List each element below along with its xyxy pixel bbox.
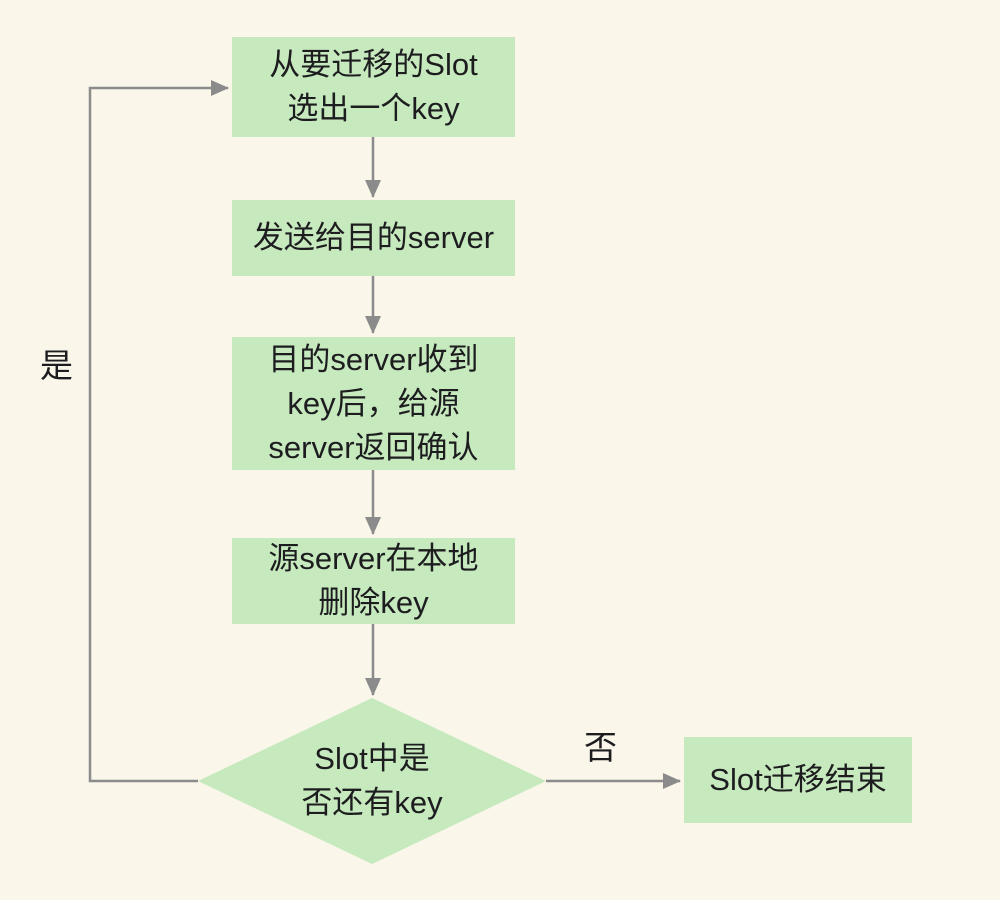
node-pick-key-line1: 从要迁移的Slot	[269, 47, 478, 82]
node-send-line1: 发送给目的server	[252, 220, 495, 255]
node-confirm-line2: key后，给源	[287, 385, 460, 421]
node-delete-local: 源server在本地 删除key	[232, 538, 515, 624]
node-end: Slot迁移结束	[684, 737, 912, 823]
decision-diamond-shape	[198, 698, 546, 864]
node-confirm-line3: server返回确认	[268, 429, 479, 465]
edge-label-no: 否	[584, 729, 617, 766]
node-decision-line1: Slot中是	[314, 741, 430, 776]
node-pick-key: 从要迁移的Slot 选出一个key	[232, 37, 515, 137]
edge-label-yes: 是	[40, 347, 73, 384]
node-decision-line2: 否还有key	[301, 785, 443, 820]
node-confirm-line1: 目的server收到	[268, 341, 479, 377]
node-send: 发送给目的server	[232, 200, 515, 276]
node-delete-local-line1: 源server在本地	[268, 541, 479, 576]
node-decision: Slot中是 否还有key	[232, 731, 512, 831]
node-end-line1: Slot迁移结束	[709, 762, 887, 797]
edge-decision-yes-loop	[88, 80, 229, 783]
node-pick-key-line2: 选出一个key	[287, 91, 460, 126]
node-confirm: 目的server收到 key后，给源 server返回确认	[232, 337, 515, 470]
node-delete-local-line2: 删除key	[318, 585, 429, 620]
